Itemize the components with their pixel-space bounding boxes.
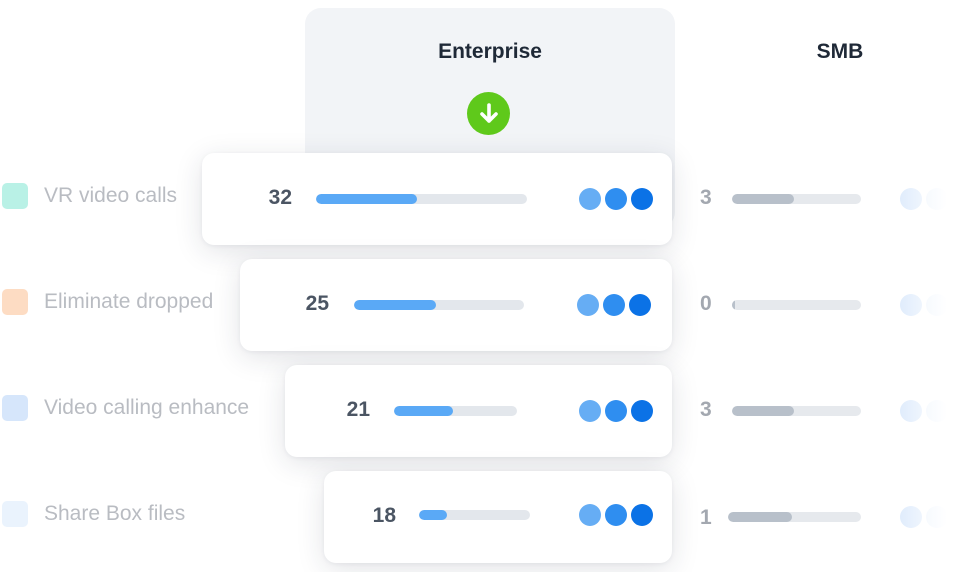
smb-score-bar-fill: [732, 300, 735, 310]
feature-row-label: VR video calls: [2, 181, 177, 211]
arrow-down-icon: [479, 102, 498, 123]
enterprise-score-bar: [394, 406, 517, 416]
enterprise-score-bar: [316, 194, 527, 204]
priority-dot: [579, 188, 601, 210]
priority-dot: [631, 188, 653, 210]
right-edge-fade: [879, 0, 959, 572]
smb-score-bar: [728, 512, 861, 522]
smb-score: 0: [700, 292, 712, 315]
enterprise-score: 25: [305, 292, 329, 315]
enterprise-score-bar-fill: [394, 406, 454, 416]
priority-dot: [900, 400, 922, 422]
enterprise-score: 21: [346, 398, 370, 421]
smb-score-bar-fill: [728, 512, 792, 522]
priority-dot: [629, 294, 651, 316]
priority-dot: [603, 294, 625, 316]
priority-dot: [900, 294, 922, 316]
feature-row-label: Video calling enhance: [2, 393, 249, 423]
smb-score: 3: [700, 186, 712, 209]
smb-score-bar-fill: [732, 194, 794, 204]
smb-score-bar: [732, 406, 861, 416]
smb-priority-dots: [900, 506, 948, 528]
enterprise-score-bar: [354, 300, 524, 310]
smb-score: 3: [700, 398, 712, 421]
enterprise-column-header[interactable]: Enterprise: [438, 40, 542, 63]
feature-row-label: Eliminate dropped: [2, 287, 213, 317]
feature-color-swatch: [2, 395, 28, 421]
sort-descending-button[interactable]: [467, 92, 510, 135]
priority-dots: [579, 504, 653, 526]
enterprise-score-bar-fill: [419, 510, 447, 520]
feature-color-swatch: [2, 289, 28, 315]
priority-dots: [579, 188, 653, 210]
enterprise-score: 32: [268, 186, 292, 209]
priority-dot: [579, 504, 601, 526]
smb-score-bar-fill: [732, 406, 794, 416]
priority-dot: [900, 506, 922, 528]
priority-dot: [900, 188, 922, 210]
enterprise-score-bar-fill: [316, 194, 418, 204]
enterprise-score: 18: [372, 504, 396, 527]
priority-dot: [605, 188, 627, 210]
priority-dot: [577, 294, 599, 316]
priority-dots: [579, 400, 653, 422]
smb-priority-dots: [900, 188, 948, 210]
smb-score: 1: [700, 506, 712, 529]
smb-column-header[interactable]: SMB: [816, 40, 864, 63]
enterprise-score-card[interactable]: 32: [202, 153, 672, 245]
enterprise-score-card[interactable]: 18: [324, 471, 672, 563]
priority-dot: [579, 400, 601, 422]
feature-name: VR video calls: [44, 184, 178, 207]
priority-dot: [926, 400, 948, 422]
priority-dot: [605, 400, 627, 422]
smb-score-bar: [732, 300, 861, 310]
priority-dot: [631, 504, 653, 526]
feature-name: Video calling enhance: [44, 396, 250, 419]
priority-dot: [631, 400, 653, 422]
smb-score-bar: [732, 194, 861, 204]
feature-color-swatch: [2, 183, 28, 209]
smb-priority-dots: [900, 400, 948, 422]
enterprise-score-card[interactable]: 25: [240, 259, 672, 351]
feature-name: Share Box files: [44, 502, 186, 525]
feature-row-label: Share Box files: [2, 499, 185, 529]
enterprise-score-bar-fill: [354, 300, 436, 310]
smb-priority-dots: [900, 294, 948, 316]
priority-dot: [926, 294, 948, 316]
enterprise-score-bar: [419, 510, 530, 520]
feature-name: Eliminate dropped: [44, 290, 214, 313]
enterprise-score-card[interactable]: 21: [285, 365, 672, 457]
feature-color-swatch: [2, 501, 28, 527]
priority-dot: [605, 504, 627, 526]
priority-dots: [577, 294, 651, 316]
priority-dot: [926, 188, 948, 210]
priority-dot: [926, 506, 948, 528]
